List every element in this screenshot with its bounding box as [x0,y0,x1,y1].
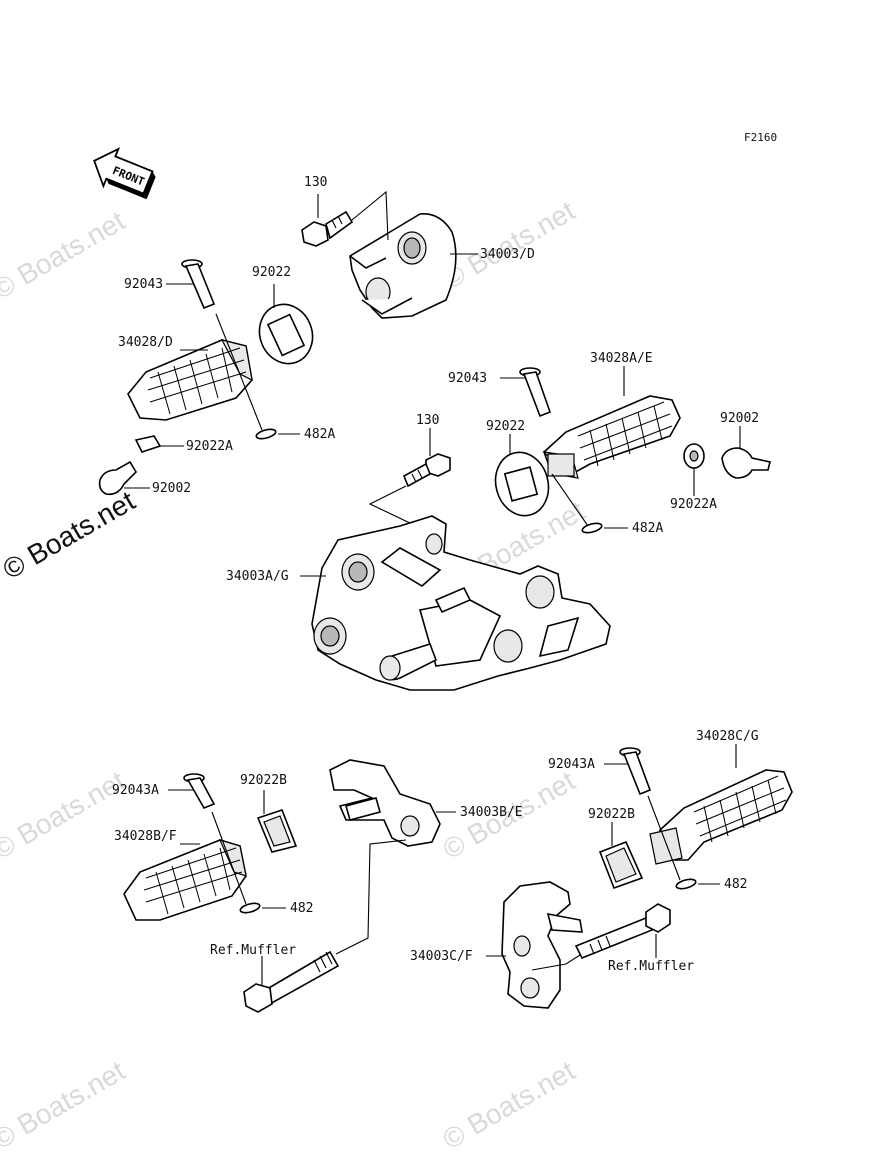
spacer-92022a-right [683,443,705,469]
footpeg-34028cg [649,769,793,865]
bracket-34003ag [311,515,611,691]
pin-92043-right [519,367,552,418]
clip-482-right [675,878,697,890]
ball-92002-right [721,447,771,479]
label-ref-muffler-left: Ref.Muffler [210,943,296,958]
label-34003ag: 34003A/G [226,569,289,584]
washer-92022-right [494,451,550,517]
label-92043-left: 92043 [124,277,163,292]
watermark: © Boats.net [0,205,130,305]
footpeg-34028ae [542,395,681,479]
watermark: © Boats.net [0,1055,130,1155]
clip-482-left [239,902,261,914]
watermark: © Boats.net [438,1055,581,1155]
label-34028bf: 34028B/F [114,829,177,844]
label-92022b-right: 92022B [588,807,635,822]
label-92002-left: 92002 [152,481,191,496]
label-482-left: 482 [290,901,313,916]
label-92043a-right: 92043A [548,757,595,772]
watermark: © Boats.net [438,195,581,295]
label-92022-left: 92022 [252,265,291,280]
diagram-code: F2160 [744,131,777,144]
damper-92022b-left [256,809,298,853]
damper-92022b-right [598,840,644,890]
footpeg-34028bf [123,839,247,921]
label-92022b-left: 92022B [240,773,287,788]
pin-92043a-right [619,747,652,796]
label-92043-right: 92043 [448,371,487,386]
clip-482a-right [581,522,603,534]
label-34028ae: 34028A/E [590,351,653,366]
spacer-92022a-left [134,435,162,453]
label-482-right: 482 [724,877,747,892]
label-92022a-left: 92022A [186,439,233,454]
watermark-prominent: © Boats.net [0,485,140,585]
bolt-130-mid [402,453,451,488]
label-92043a-left: 92043A [112,783,159,798]
bolt-ref-muffler-left [243,950,340,1013]
label-92022a-right: 92022A [670,497,717,512]
bolt-130-top [301,210,354,247]
label-92002-right: 92002 [720,411,759,426]
bracket-34003cf [501,881,583,1009]
label-92022-right: 92022 [486,419,525,434]
label-482a-left: 482A [304,427,335,442]
label-34003cf: 34003C/F [410,949,473,964]
label-34028cg: 34028C/G [696,729,759,744]
bolt-ref-muffler-right [574,903,671,960]
pin-92043a-left [183,773,216,810]
ball-92002-left [98,460,138,496]
label-34003d: 34003/D [480,247,535,262]
front-arrow-icon: FRONT [93,147,156,200]
footpeg-34028d [127,339,253,421]
pin-92043-left [181,259,216,310]
label-130-top: 130 [304,175,327,190]
bracket-34003d [349,213,457,319]
clip-482a-left [255,428,277,440]
washer-92022-left [258,303,314,365]
label-34028d: 34028/D [118,335,173,350]
label-34003be: 34003B/E [460,805,523,820]
label-482a-right: 482A [632,521,663,536]
label-ref-muffler-right: Ref.Muffler [608,959,694,974]
label-130-mid: 130 [416,413,439,428]
bracket-34003be [329,759,441,847]
watermark: © Boats.net [0,765,130,865]
